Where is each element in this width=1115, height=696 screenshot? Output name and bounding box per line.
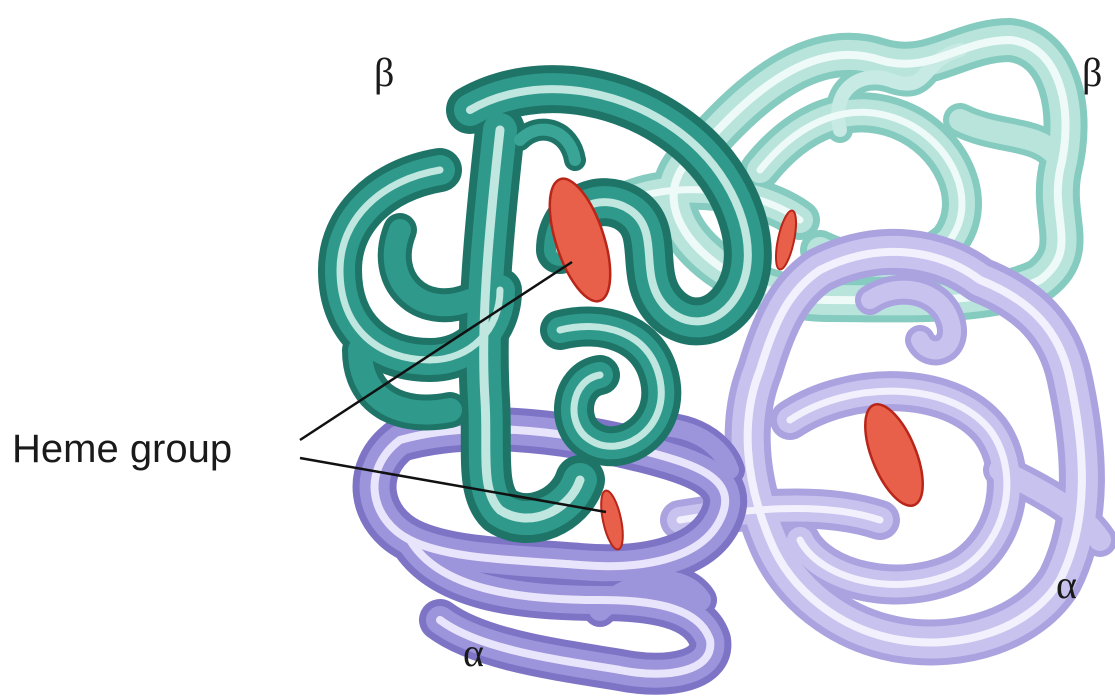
heme-group-alpha-left [597, 489, 627, 551]
alpha-label-right: α [1056, 562, 1077, 607]
beta-label-right: β [1082, 50, 1102, 95]
beta-label-left: β [374, 50, 394, 95]
alpha-subunit-left [375, 427, 730, 673]
alpha-label-left: α [463, 630, 484, 675]
heme-group-label: Heme group [12, 427, 232, 471]
